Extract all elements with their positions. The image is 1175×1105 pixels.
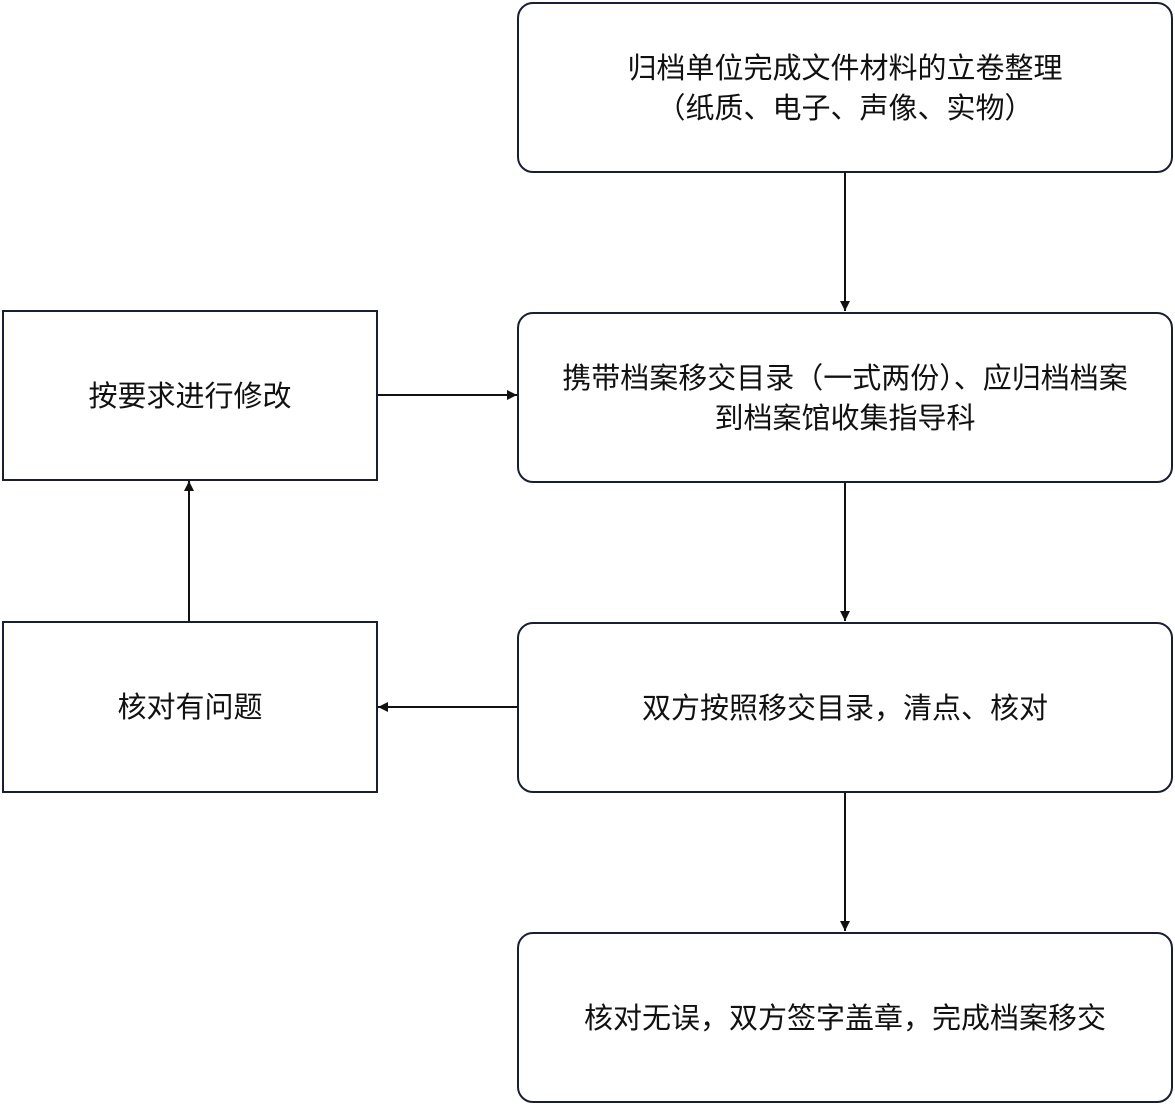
node-step3-line1: 双方按照移交目录，清点、核对 <box>641 690 1048 725</box>
node-step1-line2: （纸质、电子、声像、实物） <box>656 90 1034 125</box>
node-step2-line2: 到档案馆收集指导科 <box>714 400 976 435</box>
node-step2: 携带档案移交目录（一式两份）、应归档档案 到档案馆收集指导科 <box>517 312 1173 483</box>
node-revise-line1: 按要求进行修改 <box>88 378 292 413</box>
node-step3: 双方按照移交目录，清点、核对 <box>517 622 1173 793</box>
node-step1-line1: 归档单位完成文件材料的立卷整理 <box>627 50 1063 85</box>
node-step4-line1: 核对无误，双方签字盖章，完成档案移交 <box>583 1000 1106 1035</box>
node-step2-line1: 携带档案移交目录（一式两份）、应归档档案 <box>562 360 1128 395</box>
node-issue: 核对有问题 <box>2 621 378 793</box>
node-step1: 归档单位完成文件材料的立卷整理 （纸质、电子、声像、实物） <box>517 2 1173 173</box>
node-step4: 核对无误，双方签字盖章，完成档案移交 <box>517 932 1173 1103</box>
node-revise: 按要求进行修改 <box>2 310 378 481</box>
node-issue-line1: 核对有问题 <box>117 690 263 724</box>
